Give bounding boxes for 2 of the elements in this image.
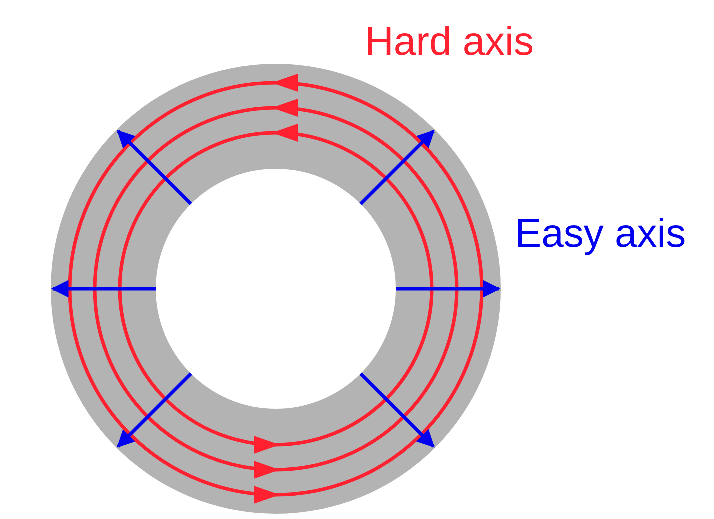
axis-label: Hard axis	[365, 22, 534, 62]
axis-label: Easy axis	[515, 214, 686, 254]
